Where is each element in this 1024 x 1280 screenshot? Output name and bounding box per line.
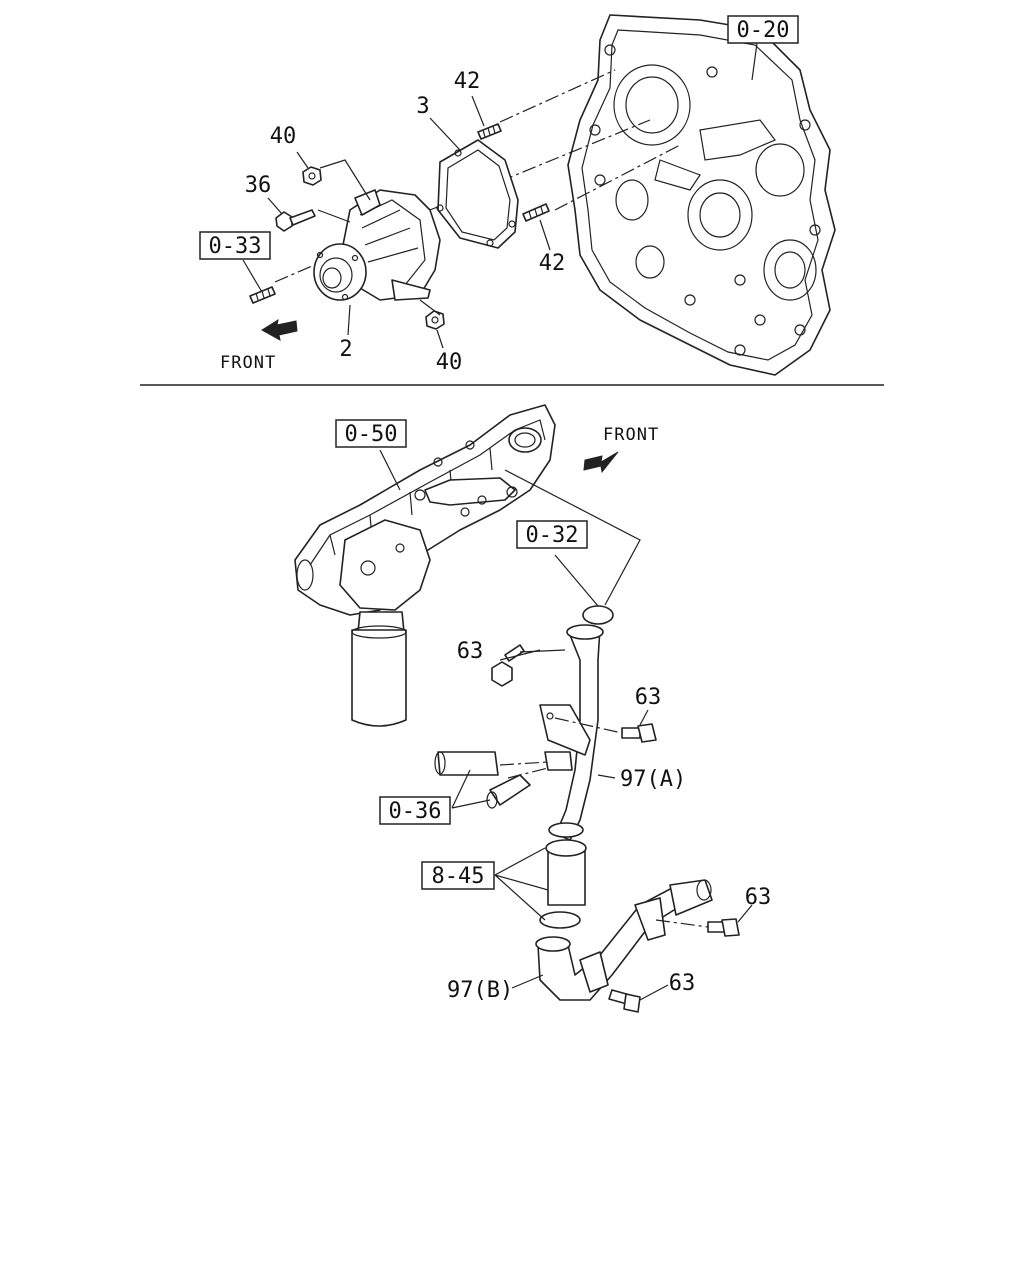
- front-label-lower: FRONT: [603, 425, 659, 445]
- ref-0-50: 0-50: [345, 422, 398, 447]
- bolt-36: [275, 209, 316, 232]
- ref-0-36: 0-36: [389, 799, 442, 824]
- stud-0-33: [249, 286, 276, 304]
- front-label-upper: FRONT: [220, 353, 276, 373]
- ref-0-33: 0-33: [209, 234, 262, 259]
- bolt-63-lower: [608, 989, 641, 1013]
- part-label-42-bottom: 42: [539, 251, 566, 276]
- connector-tube: [434, 751, 573, 809]
- ref-0-32: 0-32: [526, 523, 579, 548]
- nut-40-top: [302, 166, 322, 186]
- part-label-97a: 97(A): [620, 767, 686, 792]
- hose: [539, 839, 587, 929]
- ref-0-20: 0-20: [737, 18, 790, 43]
- part-label-42-top: 42: [454, 69, 481, 94]
- lower-section: FRONT 0-50 0-32 0-36 8-45 63 63 97(A) 63…: [294, 404, 772, 1013]
- ref-8-45: 8-45: [432, 864, 485, 889]
- front-arrow-icon: [583, 451, 619, 474]
- part-label-63-lower: 63: [669, 971, 696, 996]
- bolt-63-lower-right: [707, 918, 740, 937]
- water-pump: [313, 189, 441, 301]
- front-arrow-icon: [261, 318, 298, 341]
- part-label-2: 2: [339, 337, 352, 362]
- water-pipe-97b: [535, 879, 713, 1001]
- part-label-63-upper-left: 63: [457, 639, 484, 664]
- part-label-40-top: 40: [270, 124, 297, 149]
- gasket: [436, 139, 519, 249]
- oil-cooler-housing: [294, 404, 556, 616]
- part-label-36: 36: [245, 173, 272, 198]
- part-label-40-bottom: 40: [436, 350, 463, 375]
- water-pipe-97a: [539, 624, 604, 841]
- part-label-63-lower-right: 63: [745, 885, 772, 910]
- stud-42-top: [477, 123, 502, 140]
- oil-filter: [351, 611, 407, 727]
- part-label-63-upper-right: 63: [635, 685, 662, 710]
- stud-42-bottom: [522, 203, 550, 222]
- o-ring: [582, 605, 614, 625]
- upper-section: FRONT 0-20 0-33 40 36 3 42 42 2 40: [199, 14, 836, 376]
- gear-case: [567, 14, 836, 376]
- bolt-63-upper-right: [621, 723, 657, 743]
- nut-40-bottom: [425, 310, 445, 330]
- part-label-97b: 97(B): [447, 978, 513, 1003]
- bolt-63-upper-left: [491, 644, 525, 687]
- part-label-3: 3: [416, 94, 429, 119]
